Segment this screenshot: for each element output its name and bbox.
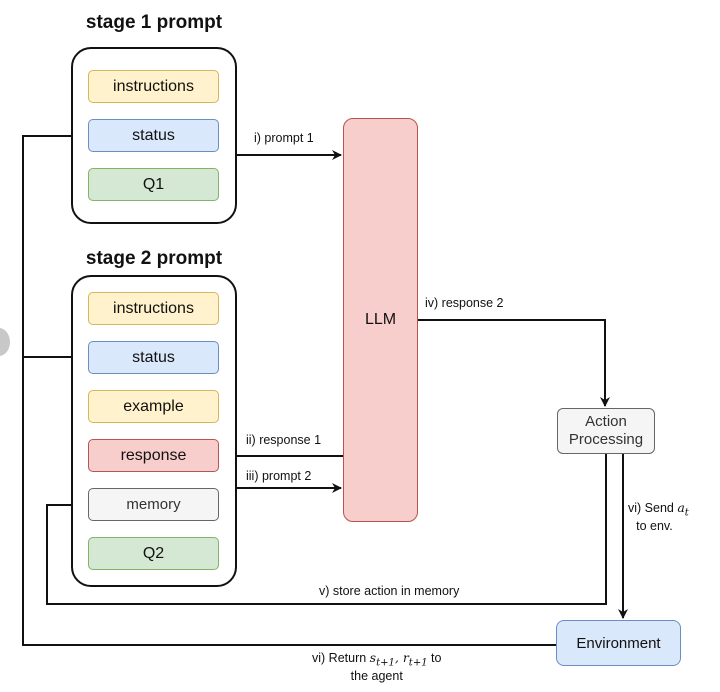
environment-node: Environment xyxy=(556,620,681,666)
send-var-a: a xyxy=(677,500,685,515)
label-store-memory: v) store action in memory xyxy=(319,584,460,598)
stage2-q2-block: Q2 xyxy=(88,537,219,570)
llm-node: LLM xyxy=(343,118,418,522)
label-send-action: vi) Send at to env. xyxy=(628,500,689,533)
stage1-title: stage 1 prompt xyxy=(85,12,223,33)
return-line2: the agent xyxy=(350,668,403,683)
stage2-prompt-group xyxy=(71,275,237,587)
stage2-response-block: response xyxy=(88,439,219,472)
return-to: to xyxy=(431,651,442,665)
return-s-var: s xyxy=(369,650,377,665)
send-prefix: vi) Send xyxy=(628,501,674,515)
return-comma: , xyxy=(394,650,403,665)
label-prompt1: i) prompt 1 xyxy=(254,131,314,145)
action-label-line2: Processing xyxy=(568,431,644,448)
stage1-instructions-block: instructions xyxy=(88,70,219,103)
stage2-memory-block: memory xyxy=(88,488,219,521)
label-prompt2: iii) prompt 2 xyxy=(246,469,312,483)
return-r: rt+1 xyxy=(402,650,428,669)
stage1-status-block: status xyxy=(88,119,219,152)
edge-return-status1 xyxy=(22,131,556,646)
return-r-var: r xyxy=(402,650,409,665)
return-s-sub: t+1 xyxy=(376,657,395,669)
send-suffix: to env. xyxy=(636,518,673,533)
return-r-sub: t+1 xyxy=(408,657,428,669)
edge-response2 xyxy=(418,319,610,407)
label-return-agent: vi) Return st+1, rt+1 to the agent xyxy=(312,650,441,683)
label-response2: iv) response 2 xyxy=(425,296,504,310)
llm-label: LLM xyxy=(364,311,397,328)
send-var-sub: t xyxy=(684,507,689,519)
partial-circle-artifact xyxy=(0,328,10,356)
action-label-line1: Action xyxy=(585,413,627,430)
environment-label: Environment xyxy=(576,634,661,652)
return-prefix: vi) Return xyxy=(312,651,367,665)
stage2-status-block: status xyxy=(88,341,219,374)
stage2-example-block: example xyxy=(88,390,219,423)
action-processing-node: Action Processing xyxy=(557,408,655,454)
stage1-q1-block: Q1 xyxy=(88,168,219,201)
send-var: at xyxy=(677,500,688,519)
label-response1: ii) response 1 xyxy=(246,433,322,447)
edge-store-memory xyxy=(46,454,607,605)
stage2-instructions-block: instructions xyxy=(88,292,219,325)
return-s: st+1 xyxy=(369,650,395,669)
stage2-title: stage 2 prompt xyxy=(85,248,223,269)
